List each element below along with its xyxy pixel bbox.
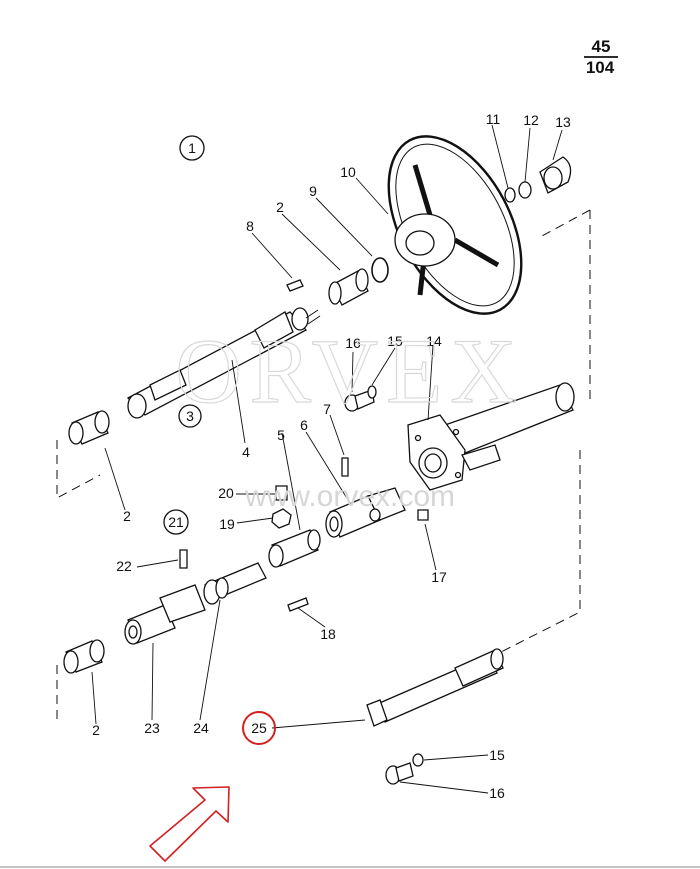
shaft-24: [203, 562, 267, 605]
part-label-2-upper: 2: [276, 199, 284, 215]
arrow-icon: [149, 786, 230, 862]
sleeve-5: [268, 529, 321, 568]
part-label-12: 12: [523, 112, 539, 128]
bolt-16-upper: [344, 385, 377, 412]
column-tube-14: [407, 382, 575, 491]
pin-7: [341, 457, 349, 477]
horn-cap-parts: [504, 156, 572, 203]
bush-2-left: [68, 410, 110, 445]
part-label-2-left: 2: [123, 508, 131, 524]
group-label-3: 3: [178, 404, 202, 428]
part-label-13: 13: [555, 114, 571, 130]
item-20: [275, 485, 288, 501]
watermark-brand: ORVEX: [175, 320, 525, 422]
part-label-4: 4: [242, 444, 250, 460]
part-label-15-lower: 15: [489, 747, 505, 763]
part-label-16-upper: 16: [345, 335, 361, 351]
page-number: 45 104: [584, 37, 618, 77]
part-label-18: 18: [320, 626, 336, 642]
svg-text:1: 1: [188, 140, 196, 156]
part-label-5: 5: [277, 427, 285, 443]
part-label-19: 19: [219, 516, 235, 532]
part-label-10: 10: [340, 164, 356, 180]
pin-22: [179, 549, 188, 569]
part-label-7: 7: [323, 401, 331, 417]
leader-lines: [91, 124, 563, 794]
part-label-2-lower: 2: [92, 722, 100, 738]
bush-2-upper: [328, 268, 369, 306]
part-label-16-lower: 16: [489, 785, 505, 801]
part-label-6: 6: [300, 417, 308, 433]
page-number-top: 45: [592, 37, 611, 56]
watermark: ORVEX www.orvex.com: [175, 319, 525, 513]
universal-joint-6: [325, 487, 406, 538]
part-label-15-upper: 15: [387, 333, 403, 349]
part-labels: 11 12 13 10 9 2 8 16 15 14 7 6 5 4 2 20 …: [92, 111, 571, 801]
part-label-9: 9: [309, 183, 317, 199]
part-label-8: 8: [246, 218, 254, 234]
steering-wheel: [387, 135, 523, 315]
part-label-20: 20: [218, 485, 234, 501]
svg-text:3: 3: [186, 408, 194, 424]
part-label-17: 17: [431, 569, 447, 585]
pin-8: [286, 279, 304, 292]
part-label-11: 11: [486, 111, 501, 127]
svg-text:21: 21: [168, 514, 184, 530]
page-number-bottom: 104: [586, 58, 615, 77]
upper-shaft: [126, 307, 321, 419]
group-label-1: 1: [179, 135, 205, 161]
svg-text:25: 25: [251, 720, 267, 736]
grub-screw-17: [417, 509, 429, 521]
key-18: [287, 597, 309, 612]
universal-joint-23: [124, 584, 206, 645]
bolt-16-lower: [385, 753, 424, 785]
bush-2-lower: [63, 639, 105, 674]
part-label-14: 14: [426, 333, 442, 349]
highlighted-part-label-25: 25: [242, 711, 276, 745]
part-label-22: 22: [116, 558, 132, 574]
watermark-url: www.orvex.com: [244, 480, 455, 513]
nut-19: [271, 508, 292, 529]
lower-shaft-25: [366, 648, 504, 727]
circlip-9: [371, 257, 389, 283]
part-label-24: 24: [193, 720, 209, 736]
part-label-23: 23: [144, 720, 160, 736]
dashed-axis-lines: [56, 209, 591, 720]
group-label-21: 21: [163, 509, 189, 535]
